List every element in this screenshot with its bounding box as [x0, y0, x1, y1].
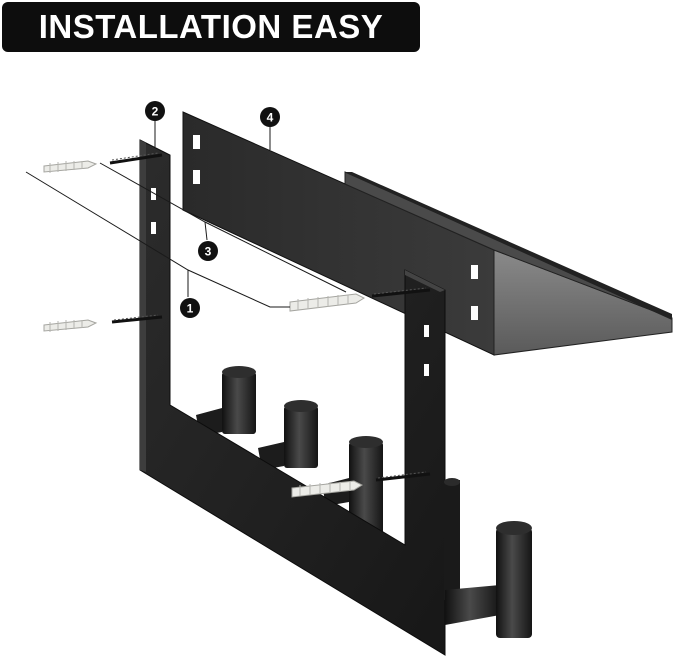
- leader-lines: [25, 120, 347, 308]
- banner-title: INSTALLATION EASY: [38, 8, 384, 45]
- rack-slot: [424, 364, 429, 376]
- hook-peg: [444, 478, 460, 600]
- callout-4-label: 4: [267, 111, 274, 125]
- callout-2-label: 2: [152, 105, 159, 119]
- title-banner: INSTALLATION EASY: [2, 2, 420, 52]
- rack-slot: [151, 222, 156, 234]
- hook-peg: [445, 521, 532, 638]
- callout-3-label: 3: [205, 245, 212, 259]
- shelf-slot: [193, 170, 200, 184]
- wall-anchor-icon: [43, 319, 98, 332]
- hook-rack: [139, 139, 532, 656]
- rack-slot: [151, 188, 156, 200]
- callout-2: 2: [145, 101, 165, 121]
- wall-anchor-icon: [291, 480, 364, 498]
- hook-peg: [258, 400, 318, 470]
- screw-icon: [371, 287, 431, 298]
- shelf-slot: [193, 135, 200, 149]
- wall-anchor-icon: [43, 160, 98, 173]
- screw-icon: [375, 471, 431, 482]
- screw-icon: [109, 152, 163, 165]
- shelf-slot: [471, 265, 478, 279]
- shelf-slot: [471, 306, 478, 320]
- rack-slot: [424, 325, 429, 337]
- callout-1-label: 1: [187, 302, 194, 316]
- screw-icon: [111, 314, 163, 324]
- callout-1: 1: [180, 298, 200, 318]
- wall-anchor-icon: [289, 293, 366, 312]
- callout-3: 3: [198, 241, 218, 261]
- hook-peg: [196, 366, 256, 436]
- callout-4: 4: [260, 107, 280, 127]
